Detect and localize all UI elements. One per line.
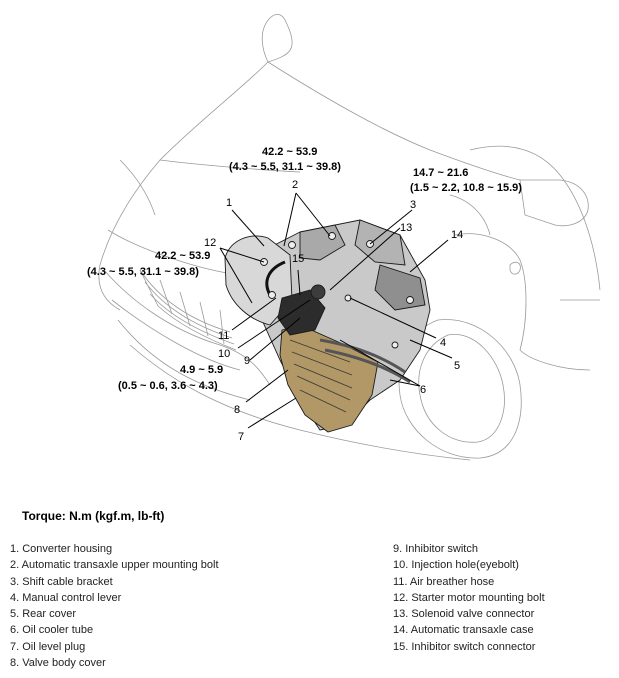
callout-3: 3 xyxy=(410,199,416,211)
legend-item: 9. Inhibitor switch xyxy=(393,543,478,555)
callout-8: 8 xyxy=(234,404,240,416)
legend-item: 14. Automatic transaxle case xyxy=(393,624,534,637)
legend-item: 6. Oil cooler tube xyxy=(10,624,94,637)
torque-starter-line1: 42.2 ~ 53.9 xyxy=(155,250,210,262)
torque-upper-mounting-line1: 42.2 ~ 53.9 xyxy=(262,146,317,158)
legend-item: 7. Oil level plug xyxy=(10,640,86,653)
car-outline xyxy=(98,14,601,461)
legend-item: 1. Converter housing xyxy=(10,543,113,555)
callout-10: 10 xyxy=(218,348,230,360)
callout-7: 7 xyxy=(238,431,244,443)
legend-item: 2. Automatic transaxle upper mounting bo… xyxy=(10,559,219,572)
legend-item: 5. Rear cover xyxy=(10,608,77,621)
torque-inhibitor-line2: (0.5 ~ 0.6, 3.6 ~ 4.3) xyxy=(118,380,218,392)
callout-13: 13 xyxy=(400,222,412,234)
legend-item: 10. Injection hole(eyebolt) xyxy=(393,559,519,572)
torque-starter-line2: (4.3 ~ 5.5, 31.1 ~ 39.8) xyxy=(87,266,199,278)
callout-5: 5 xyxy=(454,360,460,372)
transaxle-assembly xyxy=(224,219,431,433)
callout-2: 2 xyxy=(292,179,298,191)
legend-item: 13. Solenoid valve connector xyxy=(393,608,535,621)
legend-item: 8. Valve body cover xyxy=(10,657,106,670)
legend-item: 15. Inhibitor switch connector xyxy=(393,640,536,653)
torque-shift-cable-line2: (1.5 ~ 2.2, 10.8 ~ 15.9) xyxy=(410,182,522,194)
torque-labels: 42.2 ~ 53.9 (4.3 ~ 5.5, 31.1 ~ 39.8) 14.… xyxy=(87,146,522,392)
callout-14: 14 xyxy=(451,229,463,241)
callout-15: 15 xyxy=(292,253,304,265)
torque-inhibitor-line1: 4.9 ~ 5.9 xyxy=(180,364,223,376)
callout-6: 6 xyxy=(420,384,426,396)
torque-units-title: Torque: N.m (kgf.m, lb-ft) xyxy=(22,509,165,523)
callout-9: 9 xyxy=(244,355,250,367)
transaxle-diagram: 1 2 3 4 5 6 7 8 9 10 11 12 13 14 15 42.2… xyxy=(87,14,601,461)
legend-right-column: 9. Inhibitor switch 10. Injection hole(e… xyxy=(393,541,545,655)
torque-upper-mounting-line2: (4.3 ~ 5.5, 31.1 ~ 39.8) xyxy=(229,161,341,173)
leader-lines xyxy=(219,192,453,429)
torque-shift-cable-line1: 14.7 ~ 21.6 xyxy=(413,167,468,179)
legend-left-column: 1. Converter housing 2. Automatic transa… xyxy=(10,541,219,671)
legend-item: 4. Manual control lever xyxy=(10,591,122,604)
legend-item: 11. Air breather hose xyxy=(393,575,495,588)
callout-12: 12 xyxy=(204,237,216,249)
legend-item: 12. Starter motor mounting bolt xyxy=(393,591,545,604)
callout-11: 11 xyxy=(218,330,229,342)
callout-numbers: 1 2 3 4 5 6 7 8 9 10 11 12 13 14 15 xyxy=(204,179,463,443)
legend-item: 3. Shift cable bracket xyxy=(10,575,113,588)
callout-1: 1 xyxy=(226,197,232,209)
callout-4: 4 xyxy=(440,337,446,349)
